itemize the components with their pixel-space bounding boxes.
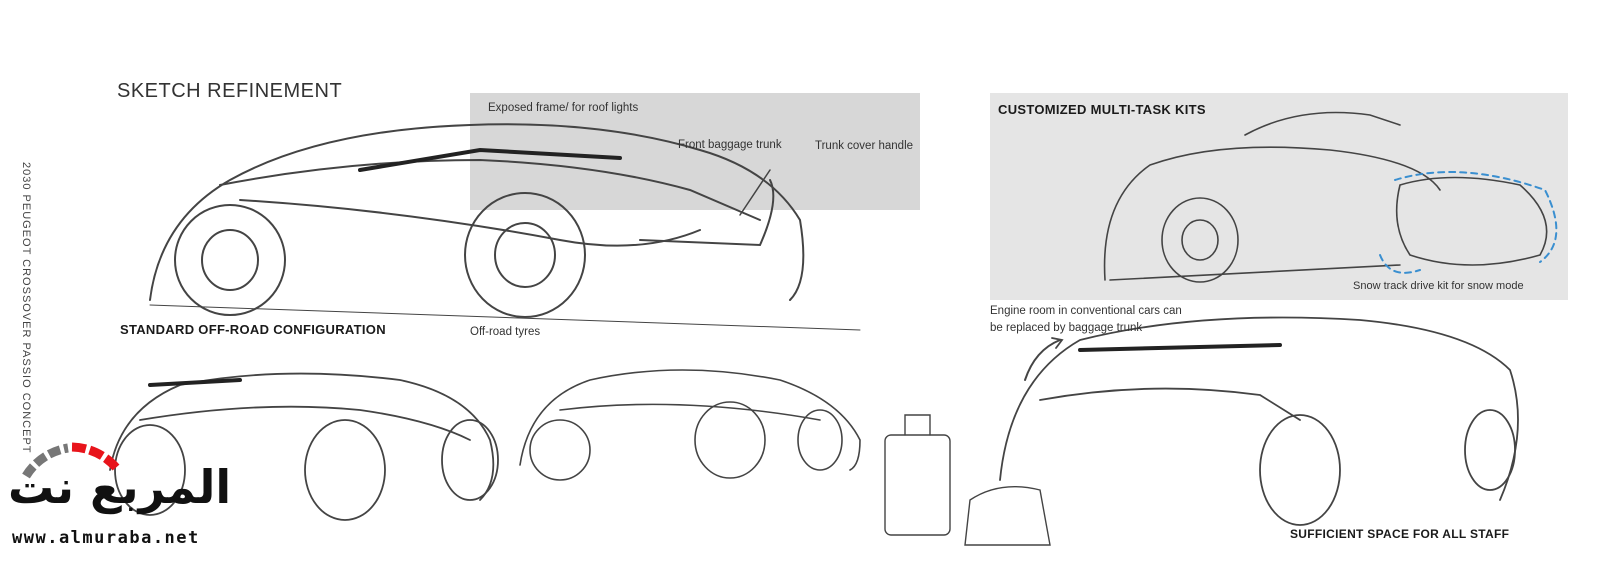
note-front-trunk: Front baggage trunk: [678, 139, 782, 151]
logo-url: www.almuraba.net: [12, 528, 200, 548]
page-title: SKETCH REFINEMENT: [117, 80, 343, 102]
annotation-panel-top: [470, 93, 920, 210]
note-engine-room-1: Engine room in conventional cars can: [990, 305, 1182, 317]
side-caption-text: 2030 PEUGEOT CROSSOVER PASSIO CONCEPT: [20, 162, 32, 454]
rear-car-sketch: [519, 369, 861, 481]
heading-kits: CUSTOMIZED MULTI-TASK KITS: [998, 102, 1206, 117]
side-caption: 2030 PEUGEOT CROSSOVER PASSIO CONCEPT: [14, 140, 44, 454]
heading-space: SUFFICIENT SPACE FOR ALL STAFF: [1290, 527, 1510, 541]
open-trunk-car-sketch: [999, 316, 1519, 526]
front-car-sketch: [109, 372, 499, 521]
note-snow-kit: Snow track drive kit for snow mode: [1353, 280, 1524, 292]
note-offroad-tyres: Off-road tyres: [470, 326, 541, 338]
logo-arabic: المربع نت: [8, 460, 232, 514]
note-exposed-frame: Exposed frame/ for roof lights: [488, 102, 639, 114]
kit-car-sketch: [1103, 111, 1558, 283]
heading-standard: STANDARD OFF-ROAD CONFIGURATION: [120, 322, 386, 337]
logo-gauge-icon: [22, 442, 122, 479]
main-car-sketch: [149, 123, 861, 331]
note-trunk-handle: Trunk cover handle: [815, 140, 914, 152]
luggage-sketch: [884, 414, 1051, 546]
note-engine-room-2: be replaced by baggage trunk: [990, 322, 1143, 334]
